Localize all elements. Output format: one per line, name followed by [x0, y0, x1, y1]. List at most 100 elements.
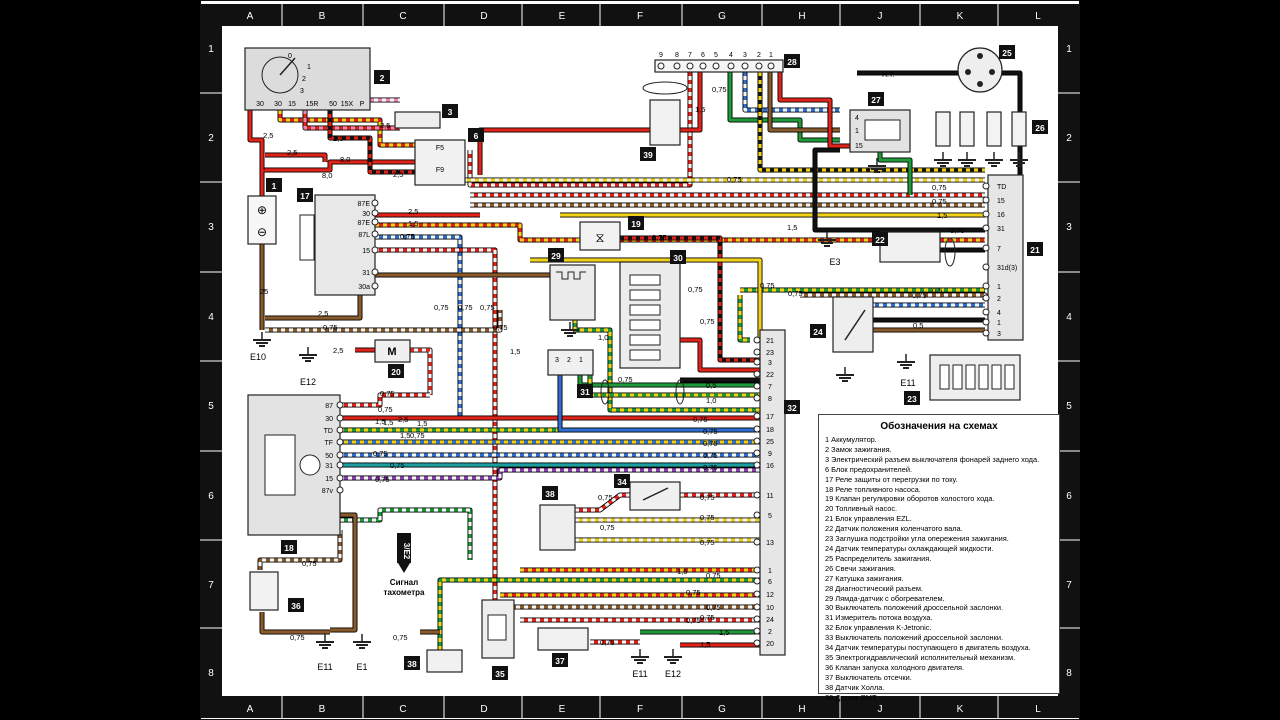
component-tag: 23 [907, 394, 917, 404]
ecu32-pin-label: 10 [766, 605, 774, 612]
ecu32-pin-label: 1 [768, 568, 772, 575]
wire-gauge-label: 1,0 [706, 396, 716, 405]
ezl-pin-label: 1 [997, 320, 1001, 327]
component-tag: 26 [1035, 123, 1045, 133]
connector-pin [371, 199, 379, 207]
wire-gauge-label: 0,75 [493, 323, 508, 332]
connector-pin [753, 370, 761, 378]
legend-item: 26 Свечи зажигания. [825, 563, 896, 573]
wire-gauge-label: 0,75 [688, 285, 703, 294]
grid-column-label: G [718, 11, 726, 22]
component-tag-bg [468, 128, 484, 142]
wire-diag-1 [778, 60, 850, 148]
relay17-pin-label: 87L [358, 232, 370, 239]
component-tag: 1 [272, 181, 277, 191]
legend-item: 20 Топливный насос. [825, 504, 898, 514]
wire-gauge-label: 0,75 [950, 226, 965, 235]
thermistor-icon [642, 487, 669, 501]
connector-pin [753, 615, 761, 623]
legend-item: 19 Клапан регулировки оборотов холостого… [825, 494, 995, 504]
resistor-icon [939, 364, 950, 390]
grid-column-label: D [480, 704, 487, 715]
spark-plug-26 [959, 111, 975, 147]
component-tag-bg [784, 54, 800, 68]
wire-gauge-label: 1,5 [677, 567, 687, 576]
wire-gauge-label: 0,75 [686, 616, 701, 625]
ground-label: E3 [829, 257, 840, 267]
wire-gauge-label: 1,5 [383, 418, 393, 427]
wire-17-30-stripe [375, 223, 985, 242]
component-tag-bg [999, 45, 1015, 59]
wire-gauge-label: 1,0 [598, 333, 608, 342]
relay18-pin-label: 87v [322, 488, 334, 495]
legend-item: 17 Реле защиты от перегрузки по току. [825, 474, 958, 484]
hall-sensor-38 [539, 504, 576, 551]
connector-pin [371, 218, 379, 226]
transistor-icon [299, 454, 321, 476]
wire-diag-4-stripe [743, 60, 840, 112]
ignition-pin-label: 15 [288, 101, 296, 108]
fuel-pump-20 [374, 339, 411, 363]
ground-label: E12 [665, 669, 681, 679]
fuse-box-6 [414, 139, 466, 186]
ground-label: E11 [900, 378, 915, 388]
tach-label: тахометра [384, 588, 425, 597]
wire-gauge-label: 0,75 [706, 571, 721, 580]
ground-label: E11 [632, 669, 647, 679]
grid-top-bar [200, 4, 1080, 26]
coil-winding-icon [864, 119, 901, 141]
wire-gauge-label: 1,5 [719, 628, 729, 637]
ignition-pin-label: 30 [256, 101, 264, 108]
distributor-terminal [977, 53, 983, 59]
connector-pin [371, 246, 379, 254]
actuator-coil-icon [487, 614, 507, 641]
component-tag-bg [1027, 242, 1043, 256]
wire-34 [575, 493, 630, 512]
wire-gauge-label: 2,5 [333, 346, 343, 355]
motor-icon: M [387, 346, 396, 358]
grid-column-label: F [637, 11, 643, 22]
ignition-pin-label: 2 [302, 76, 306, 83]
component-tag: 2 [380, 73, 385, 83]
spark-plug-26 [935, 111, 951, 147]
component-tag: 34 [617, 477, 627, 487]
relay18-pin-label: 15 [325, 476, 333, 483]
grid-column-label: C [399, 704, 406, 715]
wire-diag-coil [728, 60, 840, 142]
wire-gauge-label: 0,75 [480, 303, 495, 312]
wire-gauge-label: 0,75 [458, 303, 473, 312]
connector-pin [336, 486, 344, 494]
component-tag: 25 [1002, 48, 1012, 58]
relay18-pin-label: TD [324, 428, 333, 435]
relay17-coil-icon [299, 214, 315, 261]
relay17-pin-label: 30a [358, 284, 370, 291]
battery-minus-icon: ⊖ [257, 225, 267, 239]
legend-item: 27 Катушка зажигания. [825, 573, 904, 583]
relay17-pin-label: 31 [362, 270, 370, 277]
connector-pin [753, 590, 761, 598]
connector-pin [982, 263, 990, 271]
wire-gauge-label: 2,5 [408, 207, 418, 216]
coil-pin-label: 15 [855, 143, 863, 150]
ground-label: E1 [356, 662, 367, 672]
component-tag: 3 [448, 107, 453, 117]
wire-gauge-label: 2,5 [398, 415, 408, 424]
wire-18-36-stripe [258, 530, 342, 570]
legend-item: 21 Блок управления EZL. [825, 514, 912, 524]
spark-plug-26 [1011, 111, 1027, 147]
component-tag: 20 [391, 367, 401, 377]
diag-pin-label: 1 [769, 52, 773, 59]
connector-pin [753, 336, 761, 344]
ezl-pin-label: 31d(3) [997, 265, 1017, 272]
component-tag-bg [1032, 120, 1048, 134]
lambda-sensor-29 [549, 264, 596, 321]
ecu32-pin-label: 21 [766, 338, 774, 345]
connector-pin [753, 566, 761, 574]
distributor-terminal [965, 69, 971, 75]
connector-pin [753, 425, 761, 433]
grid-row-label: 6 [208, 491, 214, 502]
wire-gauge-label: 2,5 [318, 309, 328, 318]
wire-18-87v-stripe [340, 508, 472, 560]
ignition-pin-label: 50 [329, 101, 337, 108]
component-tag-bg [552, 653, 568, 667]
